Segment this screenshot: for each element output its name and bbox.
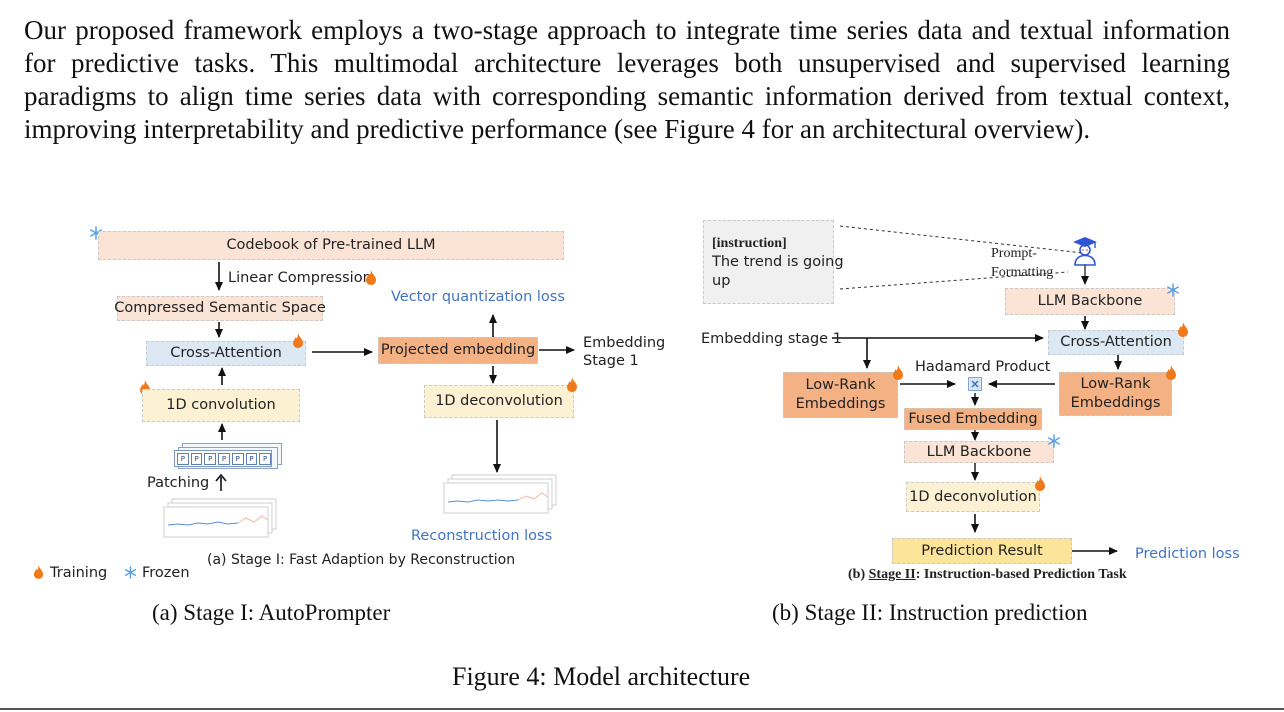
low-rank-left-line2: Embeddings bbox=[795, 396, 886, 412]
flame-icon bbox=[1035, 476, 1045, 491]
low-rank-embeddings-left-box: Low-Rank Embeddings bbox=[783, 372, 898, 418]
dotted-instruction-top bbox=[839, 225, 1084, 254]
prediction-loss-label: Prediction loss bbox=[1135, 546, 1240, 562]
instruction-text-line2: up bbox=[712, 272, 731, 289]
flame-icon bbox=[567, 377, 577, 392]
waveform-icon bbox=[163, 498, 277, 538]
snowflake-icon bbox=[1048, 434, 1060, 448]
deconv1d-box: 1D deconvolution bbox=[424, 385, 574, 418]
flame-icon bbox=[1178, 322, 1188, 337]
patch-token: P bbox=[190, 452, 203, 465]
patch-token: P bbox=[245, 452, 258, 465]
llm-backbone-top-box: LLM Backbone bbox=[1005, 288, 1175, 315]
patching-label: Patching bbox=[147, 475, 210, 491]
instruction-text-line1: The trend is going bbox=[712, 253, 844, 270]
conv1d-box: 1D convolution bbox=[142, 389, 300, 422]
projected-embedding-box: Projected embedding bbox=[378, 337, 538, 364]
flame-icon bbox=[893, 365, 903, 380]
low-rank-left-line1: Low-Rank bbox=[805, 377, 876, 393]
patch-token: P bbox=[204, 452, 217, 465]
cross-attention-box: Cross-Attention bbox=[146, 341, 306, 366]
legend-training-label: Training bbox=[50, 565, 108, 581]
waveform-icon bbox=[443, 474, 557, 514]
compressed-semantic-space-box: Compressed Semantic Space bbox=[114, 296, 326, 321]
low-rank-right-line1: Low-Rank bbox=[1080, 376, 1151, 392]
prompt-formatting-label: Prompt- Formatting bbox=[991, 246, 1054, 280]
body-paragraph: Our proposed framework employs a two-sta… bbox=[24, 15, 1230, 144]
cross-attention-box: Cross-Attention bbox=[1048, 330, 1184, 355]
embedding-stage1-label: Embedding stage 1 bbox=[701, 331, 842, 347]
graduate-icon bbox=[1073, 237, 1097, 266]
flame-icon bbox=[1166, 365, 1176, 380]
arrow-up-icon bbox=[215, 474, 227, 491]
hadamard-product-label: Hadamard Product bbox=[915, 359, 1051, 375]
stage2-inner-caption: (b) Stage II: Instruction-based Predicti… bbox=[848, 567, 1127, 582]
snowflake-icon bbox=[124, 566, 137, 579]
vq-loss-label: Vector quantization loss bbox=[391, 289, 565, 305]
patch-token: P bbox=[231, 452, 244, 465]
subcaption-b: (b) Stage II: Instruction prediction bbox=[772, 600, 1088, 625]
linear-compression-label: Linear Compression bbox=[228, 270, 372, 286]
llm-backbone-mid-box: LLM Backbone bbox=[904, 441, 1054, 463]
legend-frozen-label: Frozen bbox=[142, 565, 190, 581]
subcaption-a: (a) Stage I: AutoPrompter bbox=[152, 600, 391, 625]
flame-icon bbox=[366, 270, 376, 285]
stage1-inner-caption: (a) Stage I: Fast Adaption by Reconstruc… bbox=[207, 552, 516, 568]
low-rank-embeddings-right-box: Low-Rank Embeddings bbox=[1059, 372, 1172, 416]
reconstruction-loss-label: Reconstruction loss bbox=[411, 528, 553, 544]
hadamard-icon bbox=[968, 377, 982, 391]
flame-icon bbox=[293, 333, 303, 348]
figure-caption: Figure 4: Model architecture bbox=[452, 662, 751, 691]
fused-embedding-box: Fused Embedding bbox=[904, 408, 1042, 430]
patch-token: P bbox=[177, 452, 189, 465]
snowflake-icon bbox=[1167, 283, 1179, 297]
embedding-stage1-label: Embedding Stage 1 bbox=[583, 335, 666, 369]
flame-icon bbox=[33, 565, 44, 579]
page-bottom-border bbox=[0, 708, 1284, 710]
prediction-result-box: Prediction Result bbox=[892, 538, 1072, 564]
instruction-tag: [instruction] bbox=[712, 235, 787, 251]
dotted-instruction-bottom bbox=[839, 271, 1069, 290]
low-rank-right-line2: Embeddings bbox=[1070, 395, 1161, 411]
deconv1d-box: 1D deconvolution bbox=[906, 482, 1040, 512]
codebook-box: Codebook of Pre-trained LLM bbox=[98, 231, 564, 260]
instruction-box: [instruction] The trend is going up bbox=[703, 220, 844, 304]
patch-token: P bbox=[259, 452, 272, 465]
patch-token: P bbox=[218, 452, 230, 465]
